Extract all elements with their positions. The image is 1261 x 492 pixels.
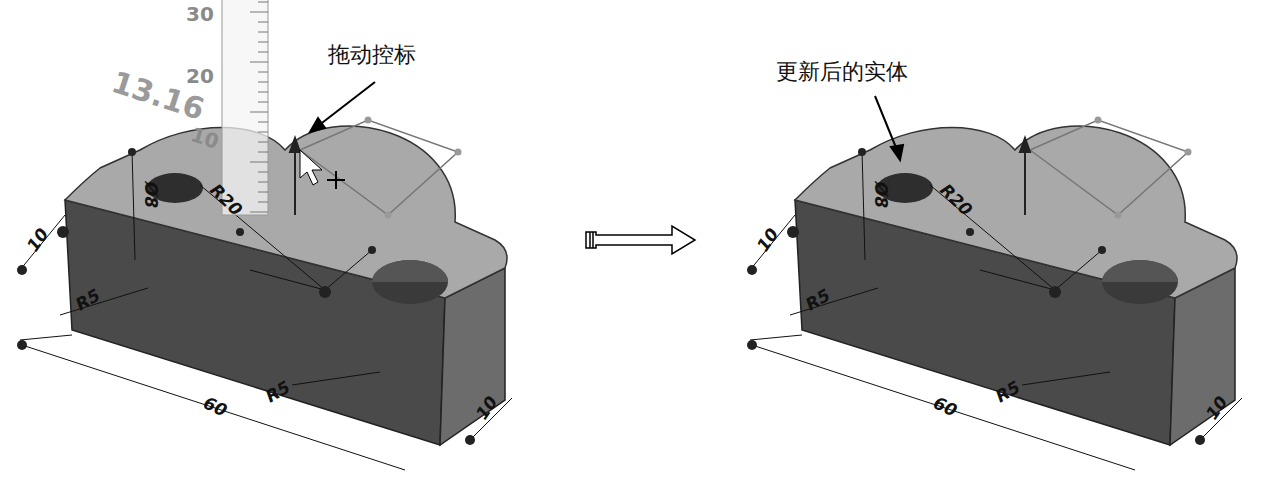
ruler-tick <box>258 42 268 43</box>
ruler-tick <box>250 162 268 163</box>
ruler-tick <box>258 152 268 153</box>
ruler-tick <box>258 122 268 123</box>
ruler-tick <box>258 202 268 203</box>
ruler-tick <box>258 92 268 93</box>
ruler-tick <box>258 22 268 23</box>
ruler-tick <box>258 72 268 73</box>
ruler-tick <box>258 182 268 183</box>
dimension: Ø8 <box>142 182 159 208</box>
ruler-tick <box>258 102 268 103</box>
ruler-tick <box>250 212 268 213</box>
ruler-tick <box>258 192 268 193</box>
dimension: Ø8 <box>872 182 889 208</box>
ruler-value: 30 <box>186 4 214 24</box>
ruler-tick <box>258 132 268 133</box>
dimension: 10 <box>24 225 52 254</box>
ruler-tick <box>258 32 268 33</box>
dimension: 10 <box>754 225 782 254</box>
ruler-tick <box>250 112 268 113</box>
dimension: 60 <box>931 394 960 419</box>
ruler-tick <box>258 172 268 173</box>
ruler-tick <box>258 2 268 3</box>
dimension: 60 <box>201 394 230 419</box>
ruler-tick <box>258 142 268 143</box>
callout-text: 更新后的实体 <box>776 61 908 83</box>
ruler-tick <box>258 52 268 53</box>
ruler-value: 20 <box>186 66 214 86</box>
ruler-tick <box>258 82 268 83</box>
ruler-tick <box>250 12 268 13</box>
callout-text: 拖动控标 <box>328 44 416 66</box>
ruler-tick <box>250 62 268 63</box>
